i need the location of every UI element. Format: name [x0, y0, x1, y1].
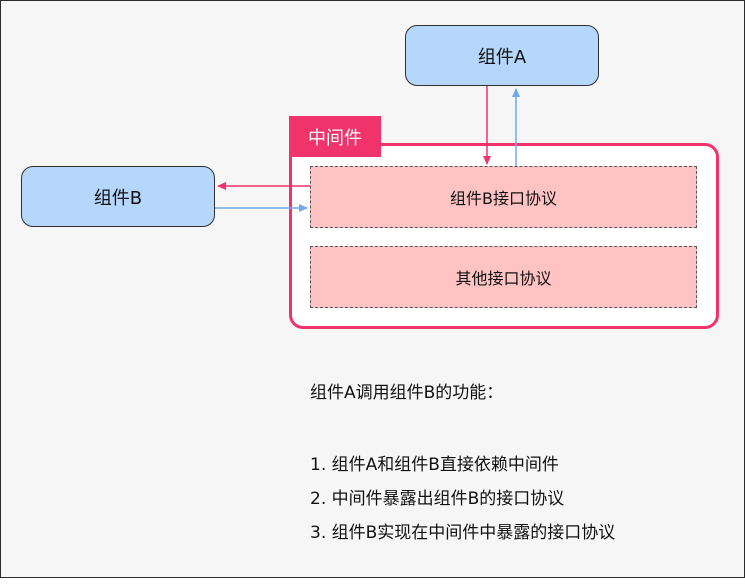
middleware-tag: 中间件: [289, 116, 381, 157]
description-step-3: 3. 组件B实现在中间件中暴露的接口协议: [310, 523, 616, 543]
component-b-label: 组件B: [93, 187, 143, 209]
description-step-2: 2. 中间件暴露出组件B的接口协议: [310, 489, 565, 509]
middleware-tag-label: 中间件: [308, 127, 362, 149]
component-b-box: 组件B: [21, 166, 215, 227]
component-b-protocol-label: 组件B接口协议: [450, 189, 557, 208]
component-a-box: 组件A: [405, 25, 599, 86]
description-title: 组件A调用组件B的功能：: [310, 383, 504, 403]
component-b-protocol-box: 组件B接口协议: [310, 166, 697, 228]
other-protocol-label: 其他接口协议: [455, 269, 552, 288]
other-protocol-box: 其他接口协议: [310, 246, 697, 308]
component-a-label: 组件A: [477, 46, 527, 68]
description-step-1: 1. 组件A和组件B直接依赖中间件: [310, 455, 559, 475]
